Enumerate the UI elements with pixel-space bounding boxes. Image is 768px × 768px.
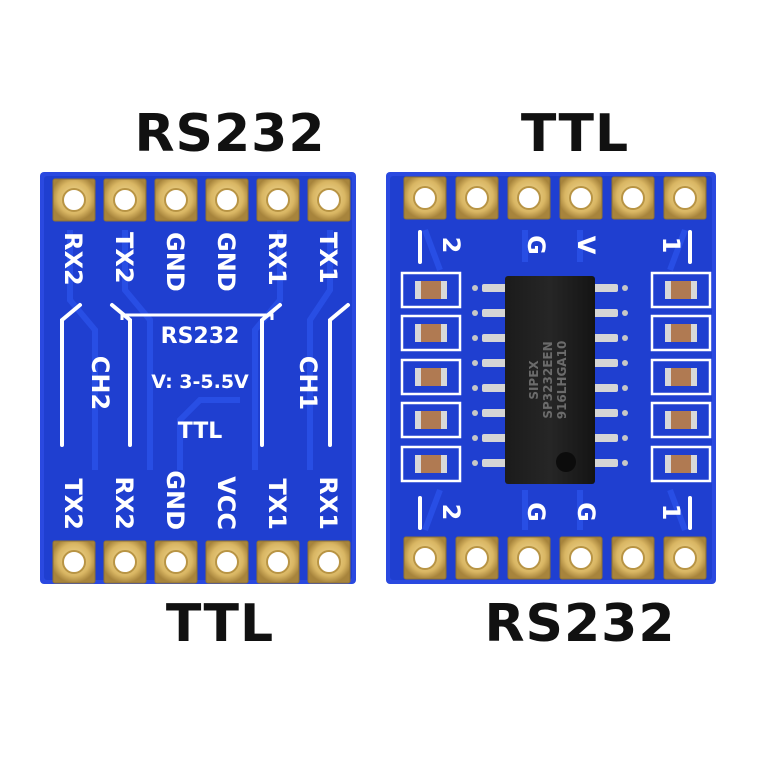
left-bottom-pin-label: TX2 <box>59 478 87 530</box>
left-top-pin-row <box>52 178 351 222</box>
capacitor-left-3 <box>400 358 462 396</box>
left-top-pin-label: RX1 <box>263 232 291 286</box>
left-top-pad-3 <box>154 178 198 222</box>
right-top-pad-6 <box>663 176 707 220</box>
right-bottom-pin-row <box>403 536 707 580</box>
left-center-rs232: RS232 <box>161 324 240 349</box>
left-top-pad-2 <box>103 178 147 222</box>
left-bottom-pin-label: RX1 <box>314 476 342 530</box>
left-top-pad-4 <box>205 178 249 222</box>
capacitor-right-2 <box>650 314 712 352</box>
left-center-ttl: TTL <box>178 419 223 444</box>
left-top-pin-label: TX1 <box>314 232 342 284</box>
chip-pin1-dot <box>556 452 576 472</box>
right-top-pad-1 <box>403 176 447 220</box>
left-top-pin-label: TX2 <box>110 232 138 284</box>
right-bottom-mark: 2 <box>437 504 465 521</box>
caption-right-bottom: RS232 <box>484 594 676 654</box>
capacitor-left-1 <box>400 271 462 309</box>
right-bottom-mark: G <box>522 502 550 522</box>
left-top-pad-5 <box>256 178 300 222</box>
right-bottom-pad-2 <box>455 536 499 580</box>
left-bottom-pin-label: VCC <box>212 476 240 530</box>
left-top-pin-label: RX2 <box>59 232 87 286</box>
right-bottom-mark: G <box>572 502 600 522</box>
chip-pins <box>472 284 628 467</box>
capacitor-left-5 <box>400 445 462 483</box>
capacitor-left-4 <box>400 401 462 439</box>
left-bottom-pin-label: RX2 <box>110 476 138 530</box>
left-bottom-pad-5 <box>256 540 300 584</box>
right-top-pad-2 <box>455 176 499 220</box>
capacitor-right-1 <box>650 271 712 309</box>
left-top-pad-1 <box>52 178 96 222</box>
left-top-pad-6 <box>307 178 351 222</box>
caption-left-bottom: TTL <box>165 594 275 654</box>
left-bottom-pad-2 <box>103 540 147 584</box>
capacitor-left-2 <box>400 314 462 352</box>
caption-right-top: TTL <box>520 104 630 164</box>
right-top-mark: V <box>572 236 600 255</box>
right-top-pin-row <box>403 176 707 220</box>
left-bottom-pin-label: TX1 <box>263 478 291 530</box>
capacitor-right-4 <box>650 401 712 439</box>
left-ch2-label: CH2 <box>86 356 114 410</box>
capacitor-column <box>400 271 712 483</box>
right-top-pad-3 <box>507 176 551 220</box>
sp3232-chip <box>505 276 595 484</box>
right-top-mark: 2 <box>437 237 465 254</box>
right-top-pad-5 <box>611 176 655 220</box>
capacitor-right-3 <box>650 358 712 396</box>
caption-left-top: RS232 <box>134 104 326 164</box>
right-bottom-mark: 1 <box>657 504 685 521</box>
left-top-pin-label: GND <box>161 232 189 292</box>
capacitor-right-5 <box>650 445 712 483</box>
svg-text:SP3232EEN: SP3232EEN <box>541 341 555 418</box>
left-ch1-label: CH1 <box>294 356 322 410</box>
left-bottom-pin-row <box>52 540 351 584</box>
right-bottom-pad-3 <box>507 536 551 580</box>
svg-text:916LHGA10: 916LHGA10 <box>555 341 569 420</box>
left-top-pin-label: GND <box>212 232 240 292</box>
right-top-pad-4 <box>559 176 603 220</box>
right-top-mark: G <box>522 235 550 255</box>
right-top-mark: 1 <box>657 237 685 254</box>
right-bottom-pad-6 <box>663 536 707 580</box>
left-center-voltage: V: 3-5.5V <box>151 371 249 393</box>
left-bottom-pad-6 <box>307 540 351 584</box>
left-bottom-pin-label: GND <box>161 470 189 530</box>
right-bottom-pad-4 <box>559 536 603 580</box>
left-bracket-arrows <box>60 303 350 447</box>
chip-marking: SIPEX SP3232EEN 916LHGA10 <box>527 341 569 420</box>
svg-text:SIPEX: SIPEX <box>527 360 541 400</box>
left-bottom-pad-1 <box>52 540 96 584</box>
left-bottom-pad-4 <box>205 540 249 584</box>
right-bottom-pad-1 <box>403 536 447 580</box>
right-bottom-pad-5 <box>611 536 655 580</box>
left-bottom-pad-3 <box>154 540 198 584</box>
